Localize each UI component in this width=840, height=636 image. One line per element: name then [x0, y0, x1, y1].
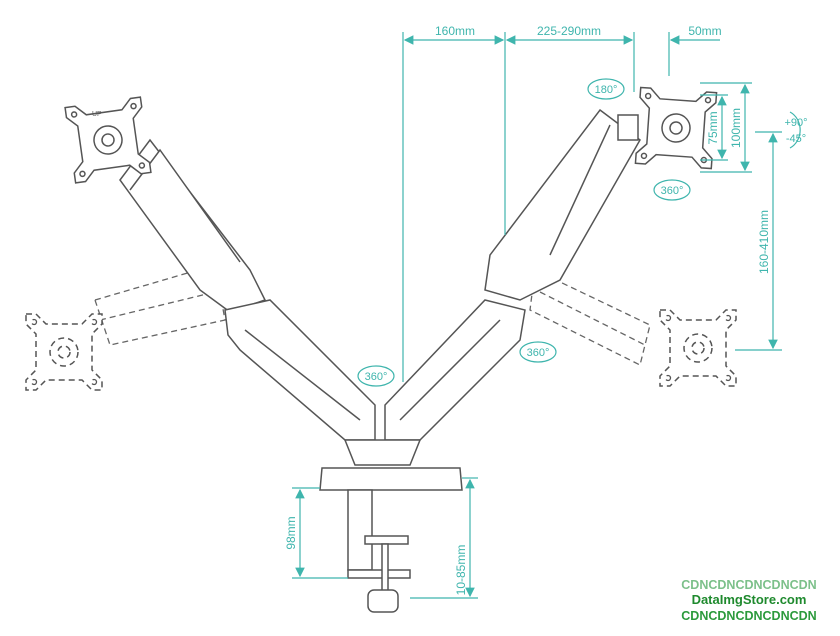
dimension-lines [292, 32, 782, 599]
dim-clamp-height: 98mm [284, 516, 298, 549]
dim-vesa-75: 75mm [706, 111, 720, 144]
tilt-down: -45° [786, 133, 806, 145]
watermark-line-1: CDNCDNCDNCDNCDN [681, 578, 817, 592]
watermark-line-3: CDNCDNCDNCDNCDN [681, 609, 817, 623]
dim-desk-thickness: 10-85mm [454, 545, 468, 596]
dim-offset: 50mm [688, 24, 721, 38]
dim-height-range: 160-410mm [757, 210, 771, 274]
clamp-base [319, 439, 463, 613]
tilt-up: +90° [784, 117, 807, 129]
ghost-arm-left [25, 264, 226, 391]
rotation-base-360: 360° [365, 371, 388, 383]
right-arm [384, 86, 718, 441]
watermark-line-2: DataImgStore.com [691, 592, 807, 607]
plate-up-label-left: UP [92, 111, 102, 118]
ghost-arm-right [529, 269, 737, 387]
dim-arm-reach-1: 160mm [435, 24, 475, 38]
rotation-180: 180° [595, 84, 618, 96]
dim-vesa-100: 100mm [729, 108, 743, 148]
rotation-plate-360: 360° [661, 185, 684, 197]
dim-arm-reach-2: 225-290mm [537, 24, 601, 38]
rotation-elbow-360: 360° [527, 347, 550, 359]
left-arm [64, 96, 376, 441]
rotation-arcs [357, 78, 801, 387]
